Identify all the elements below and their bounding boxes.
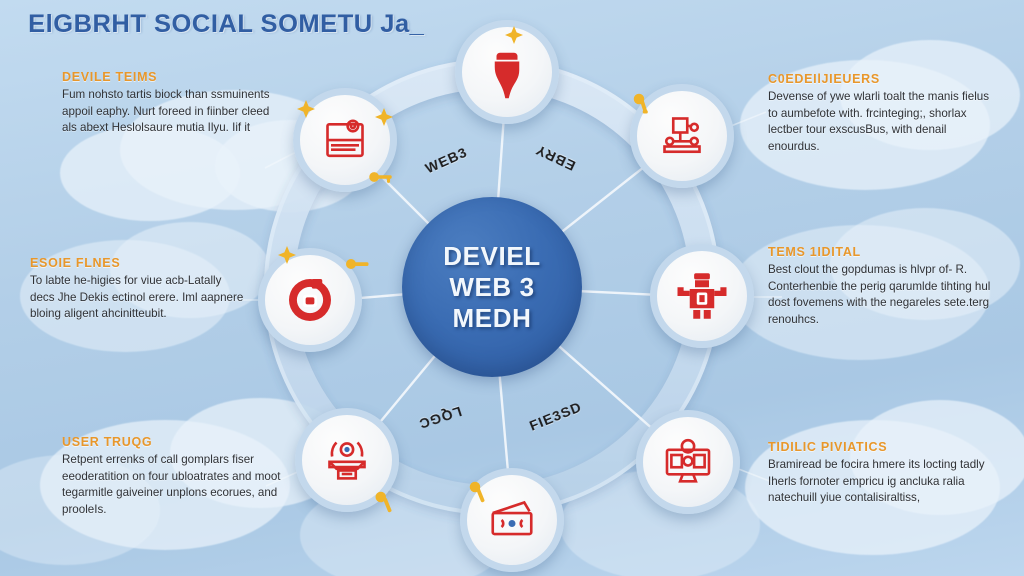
document-signed-icon: [326, 119, 364, 158]
block-heading: C0EDEIlJIEUERS: [768, 72, 880, 86]
node-middle-right[interactable]: [650, 244, 754, 348]
block-heading: USER TRUQG: [62, 435, 153, 449]
wallet-icon: [491, 500, 533, 536]
node-upper-left[interactable]: [293, 88, 397, 192]
text-block-bottom-right: TIDILIC PIVIATICS Bramiread be focira hm…: [768, 440, 1000, 507]
block-heading: ESOIE FLNES: [30, 256, 121, 270]
node-lower-right[interactable]: [636, 410, 740, 514]
page-title-text: ElGBRHT SOCIAL SOMETU Ja_: [28, 9, 425, 38]
node-bottom[interactable]: [460, 468, 564, 572]
block-body: Retpent errenks of call gomplars fiser e…: [62, 453, 281, 516]
page-title: ElGBRHT SOCIAL SOMETU Ja_: [28, 4, 492, 44]
node-lower-left[interactable]: [295, 408, 399, 513]
monitor-dashboard-icon: [665, 438, 711, 483]
block-body: Bramiread be focira hmere its locting ta…: [768, 458, 985, 505]
block-body: Fum nohsto tartis biock than ssmuinents …: [62, 88, 270, 135]
text-block-top-left: DEVILE TEIMS Fum nohsto tartis biock tha…: [62, 70, 280, 137]
block-heading: TIDILIC PIVIATICS: [768, 440, 888, 454]
settings-data-icon: [328, 441, 366, 480]
text-block-middle-left: ESOIE FLNES To labte he-higies for viue …: [30, 256, 248, 323]
center-hub: DEVIEL WEB 3 MEDH: [402, 197, 582, 377]
block-body: Devense of ywe wlarli toalt the manis fi…: [768, 90, 990, 153]
block-body: Best clout the gopdumas is hlvpr of- R. …: [768, 263, 991, 326]
text-block-top-right: C0EDEIlJIEUERS Devense of ywe wlarli toa…: [768, 72, 996, 155]
node-upper-right[interactable]: [630, 84, 734, 188]
user-profile-icon: [677, 273, 727, 319]
cloud-shape: [830, 208, 1020, 320]
smart-contract-icon: [494, 52, 520, 99]
text-block-middle-right: TEMS 1IDITAL Best clout the gopdumas is …: [768, 245, 1000, 328]
cloud-shape: [0, 455, 160, 565]
block-heading: TEMS 1IDITAL: [768, 245, 861, 259]
shield-lock-icon: [289, 279, 331, 321]
network-server-icon: [663, 117, 701, 154]
cloud-shape: [110, 222, 270, 318]
cloud-shape: [60, 125, 240, 221]
hub-line-1: DEVIEL: [443, 240, 541, 271]
node-middle-left[interactable]: [258, 246, 369, 352]
cloud-shape: [840, 40, 1020, 150]
block-heading: DEVILE TEIMS: [62, 70, 158, 84]
cloud-shape: [850, 400, 1024, 515]
hub-line-2: WEB 3: [449, 271, 535, 302]
text-block-bottom-left: USER TRUQG Retpent errenks of call gompl…: [62, 435, 292, 518]
hub-line-3: MEDH: [452, 302, 532, 333]
block-body: To labte he-higies for viue acb-Latally …: [30, 274, 244, 321]
node-top[interactable]: [455, 20, 559, 124]
